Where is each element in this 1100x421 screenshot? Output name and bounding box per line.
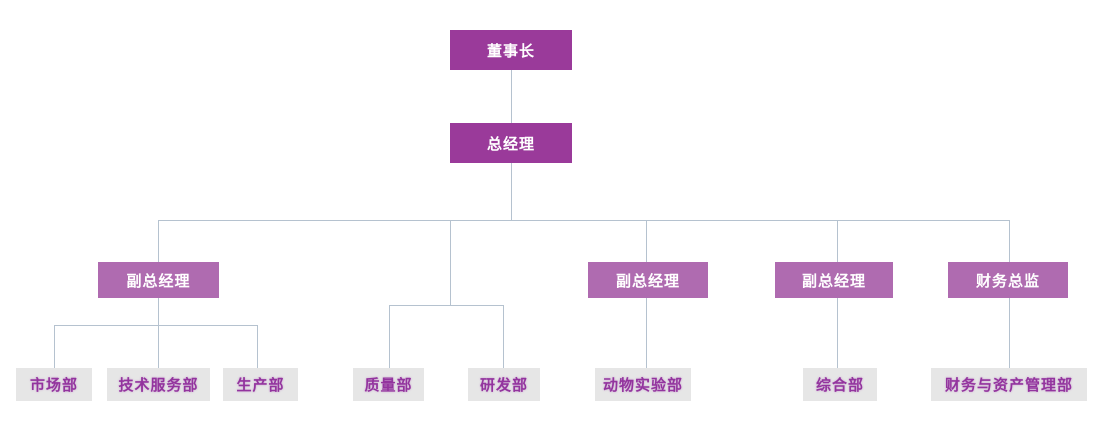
connector-mid-horizontal xyxy=(389,305,503,306)
connector-drop-production xyxy=(257,325,258,368)
connector-drop-animal-lab xyxy=(646,298,647,368)
connector-main-horizontal xyxy=(158,220,1010,221)
node-dept-quality: 质量部 xyxy=(353,368,424,401)
connector-deputy1-stem xyxy=(158,298,159,368)
connector-drop-general-affairs xyxy=(837,298,838,368)
node-deputy-gm-2: 副总经理 xyxy=(588,262,708,298)
node-finance-director: 财务总监 xyxy=(948,262,1068,298)
node-dept-tech-service: 技术服务部 xyxy=(107,368,210,401)
node-dept-production: 生产部 xyxy=(223,368,298,401)
connector-drop-rnd xyxy=(503,305,504,368)
node-dept-rnd: 研发部 xyxy=(468,368,540,401)
node-dept-finance-asset: 财务与资产管理部 xyxy=(931,368,1087,401)
node-deputy-gm-1: 副总经理 xyxy=(98,262,219,298)
connector-gm-stem xyxy=(511,163,512,220)
connector-drop-quality xyxy=(389,305,390,368)
connector-drop-deputy-gm-3 xyxy=(837,220,838,262)
node-dept-general-affairs: 综合部 xyxy=(803,368,877,401)
connector-drop-finance-director xyxy=(1009,220,1010,262)
connector-drop-marketing xyxy=(54,325,55,368)
connector-deputy1-horizontal xyxy=(54,325,257,326)
connector-mid-branch-stem xyxy=(450,220,451,305)
connector-chairman-gm xyxy=(511,70,512,123)
connector-drop-finance-asset xyxy=(1009,298,1010,368)
node-deputy-gm-3: 副总经理 xyxy=(775,262,893,298)
connector-drop-deputy-gm-1 xyxy=(158,220,159,262)
node-general-manager: 总经理 xyxy=(450,123,572,163)
connector-drop-deputy-gm-2 xyxy=(646,220,647,262)
node-dept-marketing: 市场部 xyxy=(16,368,92,401)
node-chairman: 董事长 xyxy=(450,30,572,70)
node-dept-animal-lab: 动物实验部 xyxy=(595,368,691,401)
